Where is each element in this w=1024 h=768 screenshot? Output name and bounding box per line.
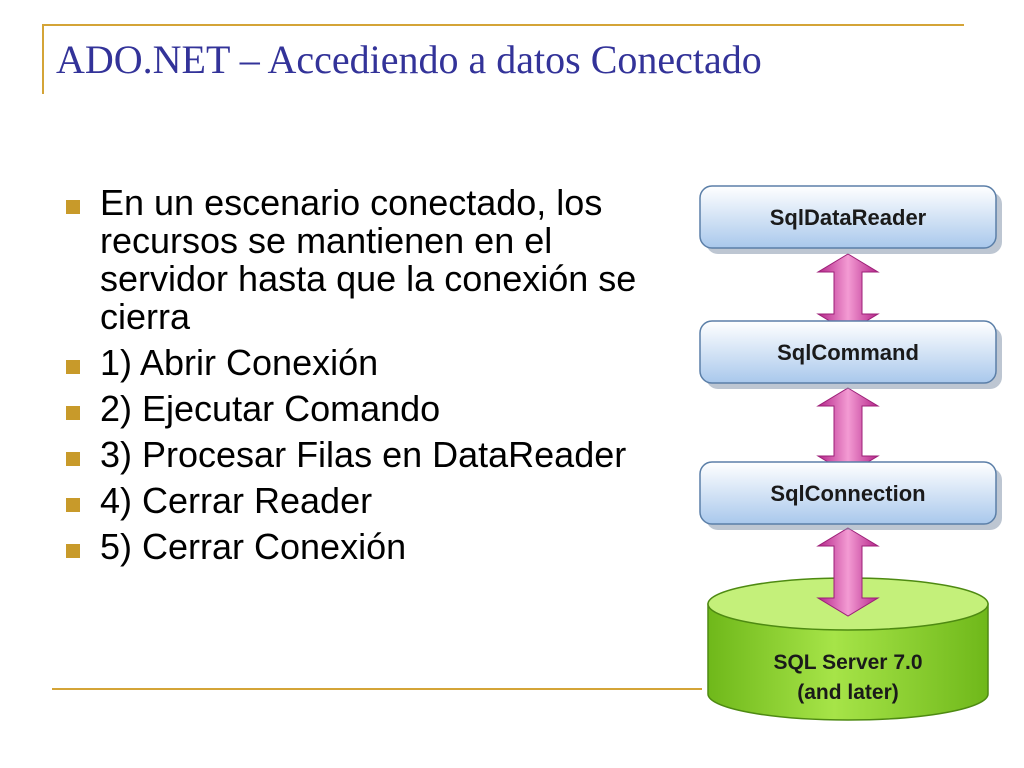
box-sqlcommand: SqlCommand: [699, 320, 1002, 389]
bullet-text: 2) Ejecutar Comando: [100, 388, 441, 429]
bullet-item: 2) Ejecutar Comando: [64, 390, 664, 428]
box-label-sqlcommand: SqlCommand: [777, 340, 919, 365]
box-sqldatareader: SqlDataReader: [699, 185, 1002, 254]
bullet-list: En un escenario conectado, los recursos …: [64, 184, 664, 574]
title-rule-top: [42, 24, 964, 26]
bullet-text: 5) Cerrar Conexión: [100, 526, 407, 567]
bullet-item: 5) Cerrar Conexión: [64, 528, 664, 566]
bullet-text: 3) Procesar Filas en DataReader: [100, 434, 627, 475]
square-bullet-icon: [66, 406, 80, 420]
bullet-text: 4) Cerrar Reader: [100, 480, 373, 521]
square-bullet-icon: [66, 544, 80, 558]
bullet-item: 3) Procesar Filas en DataReader: [64, 436, 664, 474]
database-label-line2: (and later): [797, 681, 899, 704]
double-arrow-icon: [816, 387, 880, 475]
database-body: [707, 603, 989, 721]
square-bullet-icon: [66, 200, 80, 214]
box-label-sqlconnection: SqlConnection: [770, 481, 925, 506]
slide-title: ADO.NET – Accediendo a datos Conectado: [56, 37, 762, 82]
square-bullet-icon: [66, 498, 80, 512]
bullet-item: En un escenario conectado, los recursos …: [64, 184, 664, 336]
title-rule-left: [42, 24, 44, 94]
bullet-text: 1) Abrir Conexión: [100, 342, 379, 383]
box-sqlconnection: SqlConnection: [699, 461, 1002, 530]
bullet-item: 1) Abrir Conexión: [64, 344, 664, 382]
database-label-line1: SQL Server 7.0: [773, 651, 922, 674]
square-bullet-icon: [66, 360, 80, 374]
box-label-sqldatareader: SqlDataReader: [770, 205, 927, 230]
double-arrow-icon: [816, 527, 880, 617]
arrow-connection-database: [816, 527, 880, 617]
bullet-item: 4) Cerrar Reader: [64, 482, 664, 520]
ado-architecture-diagram: SQL Server 7.0 (and later) SqlDataReader…: [680, 176, 1020, 736]
bullet-text: En un escenario conectado, los recursos …: [100, 182, 637, 337]
footer-rule: [52, 688, 702, 690]
arrow-command-connection: [816, 387, 880, 475]
diagram-svg: SQL Server 7.0 (and later) SqlDataReader…: [699, 185, 1002, 721]
square-bullet-icon: [66, 452, 80, 466]
